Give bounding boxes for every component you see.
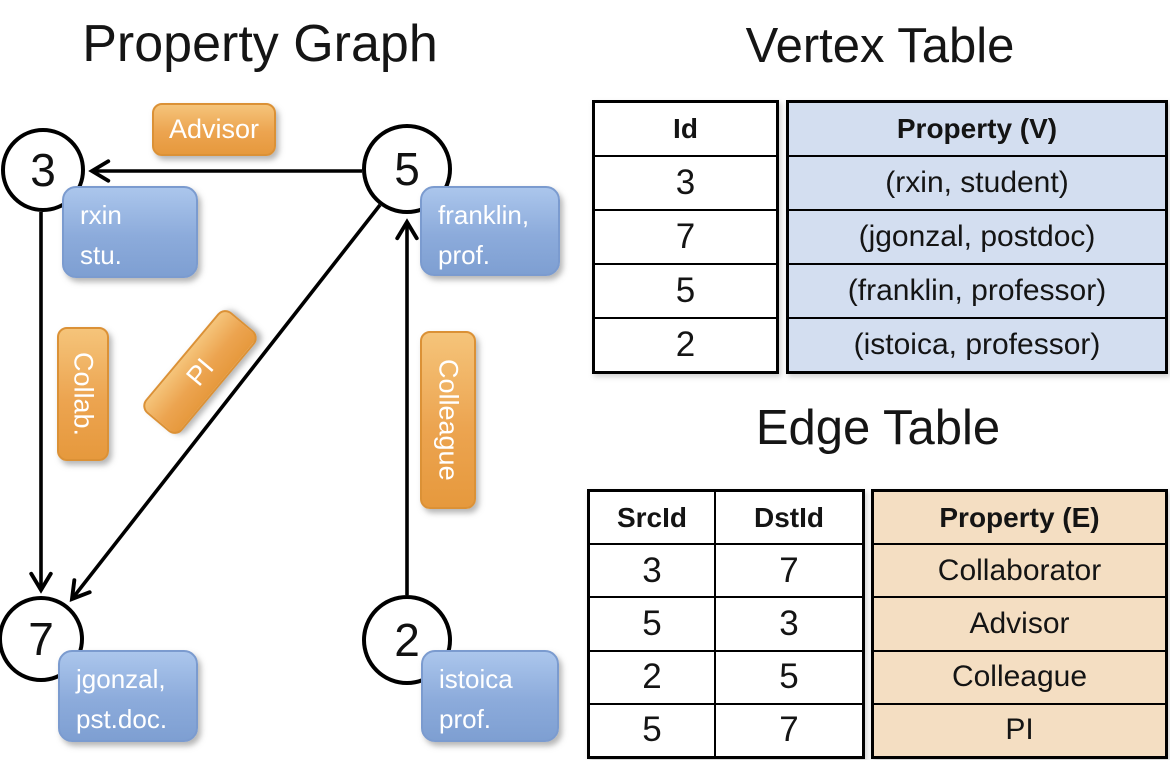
table-row: 2 bbox=[595, 317, 776, 371]
vertex-node-3-id: 3 bbox=[30, 144, 56, 196]
vertex-property-cell: (rxin, student) bbox=[885, 166, 1069, 199]
table-row: PI bbox=[874, 702, 1165, 756]
edge-label-text: Colleague bbox=[433, 359, 464, 481]
edge-table-srcid-header: SrcId bbox=[590, 492, 716, 544]
edge-srcid-cell: 2 bbox=[590, 651, 716, 703]
vertex-id-cell: 5 bbox=[675, 271, 696, 310]
edge-table-property-column: Property (E) Collaborator Advisor Collea… bbox=[871, 489, 1168, 759]
vertex-id-cell: 3 bbox=[675, 163, 696, 202]
table-row: (jgonzal, postdoc) bbox=[789, 209, 1165, 263]
vertex-property-line: jgonzal, bbox=[76, 664, 166, 694]
vertex-property-box-rxin: rxin stu. bbox=[62, 186, 198, 278]
table-row: 3 bbox=[595, 155, 776, 209]
vertex-node-5: 5 bbox=[362, 124, 452, 214]
edge-table-id-columns: SrcId DstId 3 7 5 3 2 5 5 7 bbox=[587, 489, 865, 759]
vertex-property-line: rxin bbox=[80, 200, 122, 230]
edge-dstid-cell: 7 bbox=[779, 710, 799, 750]
edge-srcid-cell: 5 bbox=[590, 598, 716, 650]
vertex-property-line: pst.doc. bbox=[76, 704, 168, 735]
edge-label-text: Collab. bbox=[68, 351, 99, 437]
table-row: 7 bbox=[595, 209, 776, 263]
vertex-table-id-header: Id bbox=[673, 113, 698, 144]
edge-dstid-cell: 7 bbox=[779, 550, 799, 590]
vertex-node-5-id: 5 bbox=[394, 143, 420, 195]
edge-srcid-cell: 3 bbox=[590, 545, 716, 597]
table-row: 5 7 bbox=[590, 702, 862, 757]
edge-label-pi: PI bbox=[139, 306, 261, 438]
vertex-id-cell: 7 bbox=[675, 217, 696, 256]
edge-label-advisor: Advisor bbox=[152, 103, 276, 156]
table-row: Colleague bbox=[874, 649, 1165, 703]
edge-table-property-header: Property (E) bbox=[939, 501, 1100, 533]
edge-property-cell: Colleague bbox=[951, 660, 1088, 694]
edge-table-title: Edge Table bbox=[755, 401, 1001, 455]
edge-label-text: PI bbox=[179, 352, 220, 392]
table-row: Advisor bbox=[874, 596, 1165, 649]
edge-label-colleague: Colleague bbox=[420, 331, 476, 509]
vertex-table: Id 3 7 5 2 Property (V) (rxin, student) … bbox=[592, 100, 1168, 374]
vertex-id-cell: 2 bbox=[675, 325, 696, 364]
table-row: 2 5 bbox=[590, 649, 862, 703]
table-row: (rxin, student) bbox=[789, 155, 1165, 209]
edge-property-cell: PI bbox=[1005, 713, 1034, 747]
edge-label-text: Advisor bbox=[168, 114, 260, 144]
vertex-property-line: prof. bbox=[439, 704, 492, 735]
vertex-property-line: prof. bbox=[438, 240, 491, 271]
table-row: (franklin, professor) bbox=[789, 263, 1165, 317]
edge-label-collab: Collab. bbox=[57, 327, 109, 461]
vertex-property-line: istoica bbox=[439, 664, 513, 694]
edge-dstid-cell: 3 bbox=[779, 604, 799, 643]
edge-table: SrcId DstId 3 7 5 3 2 5 5 7 Property (E)… bbox=[587, 489, 1168, 759]
vertex-node-2-id: 2 bbox=[394, 614, 420, 666]
table-row: (istoica, professor) bbox=[789, 317, 1165, 371]
vertex-property-box-istoica: istoica prof. bbox=[421, 650, 559, 742]
vertex-property-box-franklin: franklin, prof. bbox=[420, 186, 560, 276]
edge-dstid-cell: 5 bbox=[779, 657, 799, 697]
table-row: 3 7 bbox=[590, 543, 862, 597]
vertex-property-line: franklin, bbox=[438, 200, 530, 230]
edge-table-dstid-header: DstId bbox=[754, 501, 824, 533]
vertex-property-cell: (istoica, professor) bbox=[853, 328, 1101, 361]
table-row: 5 bbox=[595, 263, 776, 317]
vertex-table-title: Vertex Table bbox=[745, 19, 1015, 73]
vertex-table-property-header: Property (V) bbox=[896, 113, 1058, 144]
edge-property-cell: Collaborator bbox=[937, 553, 1102, 587]
vertex-property-cell: (franklin, professor) bbox=[847, 274, 1107, 307]
vertex-table-id-column: Id 3 7 5 2 bbox=[592, 100, 779, 374]
vertex-node-3: 3 bbox=[1, 128, 85, 212]
vertex-table-property-column: Property (V) (rxin, student) (jgonzal, p… bbox=[786, 100, 1168, 374]
table-row: Collaborator bbox=[874, 543, 1165, 596]
edge-property-cell: Advisor bbox=[969, 607, 1070, 640]
edge-srcid-cell: 5 bbox=[590, 704, 716, 757]
vertex-node-7-id: 7 bbox=[28, 613, 54, 665]
vertex-property-cell: (jgonzal, postdoc) bbox=[858, 220, 1096, 253]
table-row: 5 3 bbox=[590, 596, 862, 650]
property-graph-title: Property Graph bbox=[82, 15, 438, 73]
vertex-property-line: stu. bbox=[80, 240, 122, 271]
vertex-property-box-jgonzal: jgonzal, pst.doc. bbox=[58, 650, 198, 742]
